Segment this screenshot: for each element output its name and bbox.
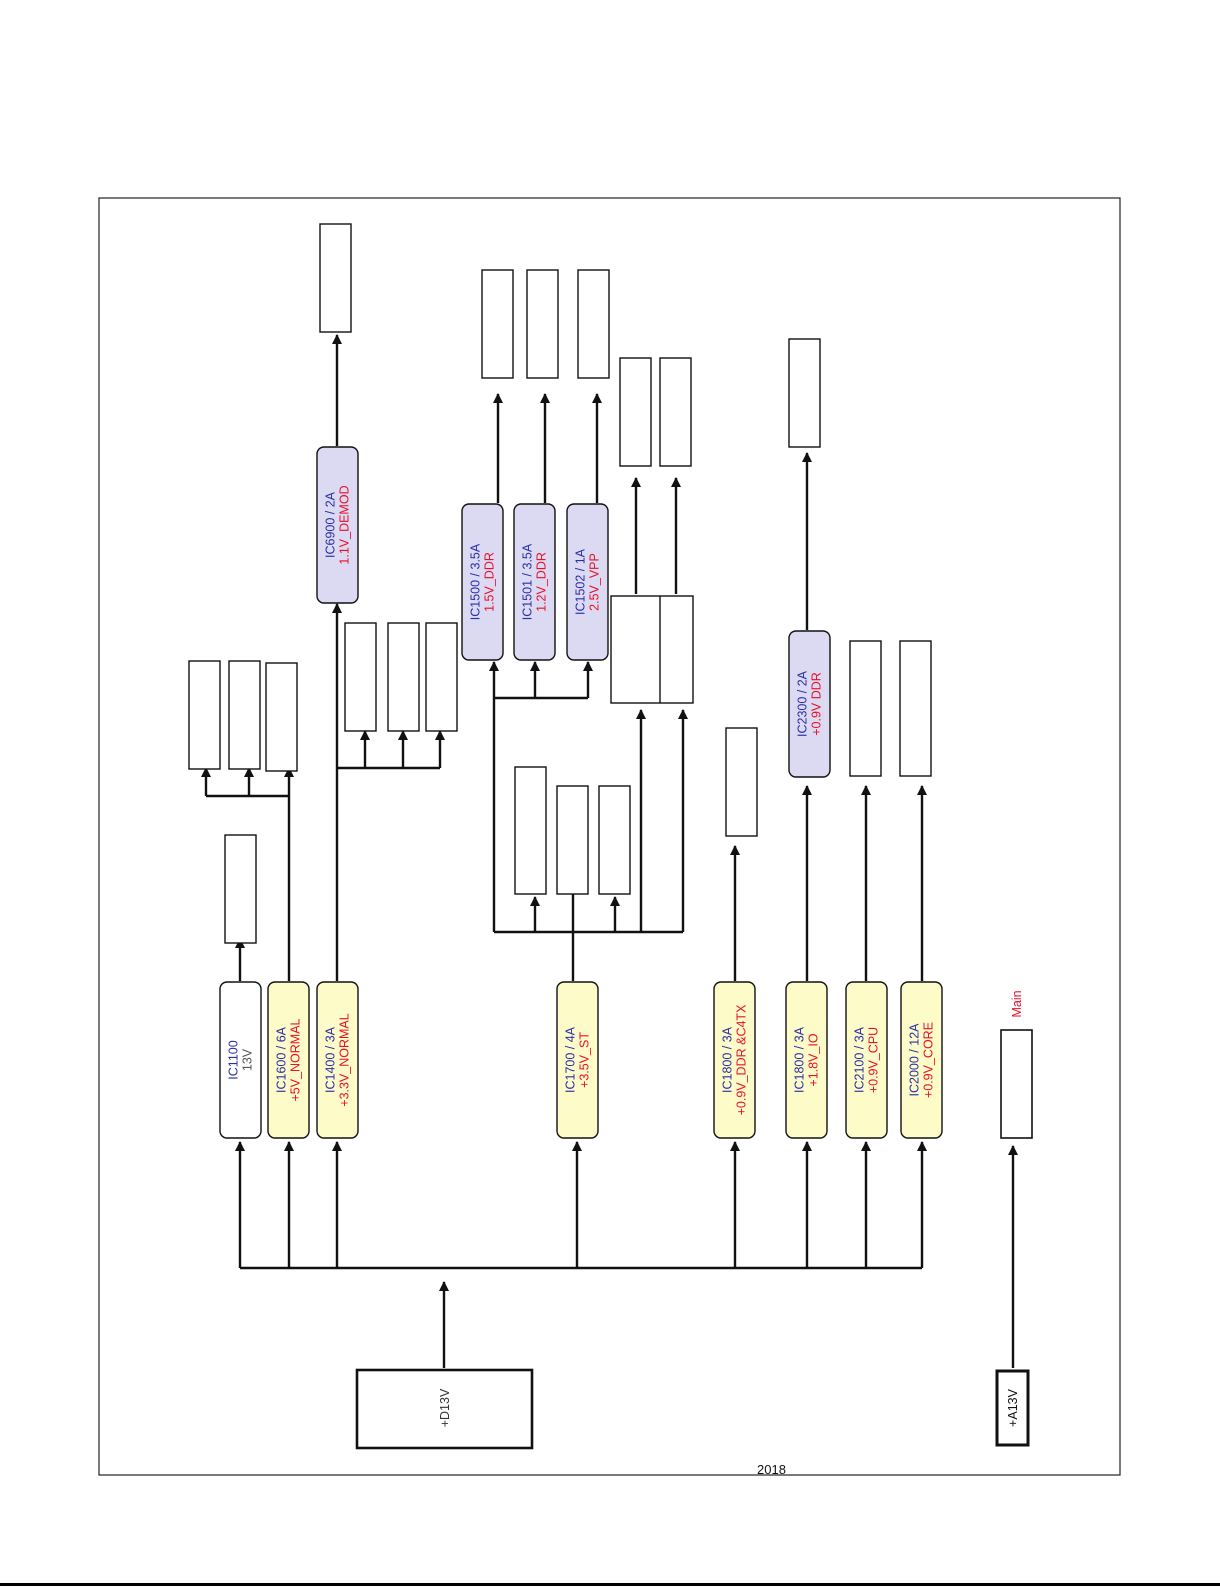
regulator-name: IC2000 / 12A <box>908 1023 922 1097</box>
regulator-box <box>461 503 504 661</box>
regulator-box <box>900 981 943 1139</box>
regulator-voltage: +3.3V_NORMAL <box>338 1013 352 1106</box>
regulator-box <box>566 503 609 661</box>
regulator-box <box>267 981 310 1139</box>
regulator-voltage: +0.9V_CPU <box>867 1027 881 1093</box>
regulator-voltage: 1.2V_DDR <box>535 552 549 612</box>
regulator-name: IC1400 / 3A <box>324 1026 338 1093</box>
regulator-name: IC1100 <box>227 1040 241 1079</box>
load-box <box>619 357 652 467</box>
load-box <box>481 269 514 379</box>
regulator-name: IC1501 / 3.5A <box>521 543 535 620</box>
load-box <box>788 338 821 448</box>
regulator-name: IC2300 / 2A <box>796 670 810 737</box>
load-box <box>598 785 631 895</box>
regulator-box <box>788 630 831 778</box>
regulator-ic2300: IC2300 / 2A+0.9V DDR <box>788 630 831 778</box>
regulator-name: IC6900 / 2A <box>324 491 338 558</box>
load-box <box>319 223 352 333</box>
regulator-box <box>219 981 262 1139</box>
main-box: Main <box>1000 990 1033 1139</box>
year-label: 2018 <box>757 1462 786 1477</box>
source-a13v-label: +A13V <box>1006 1388 1020 1427</box>
source-a13v: +A13V <box>995 1369 1030 1447</box>
regulator-box <box>556 981 599 1139</box>
load-box <box>387 622 420 732</box>
load-box <box>899 640 932 777</box>
regulator-name: IC1700 / 4A <box>564 1026 578 1093</box>
regulator-voltage: 2.5V_VPP <box>588 553 602 611</box>
regulator-voltage: +0.9V_CORE <box>922 1022 936 1098</box>
regulator-ic1600: IC1600 / 6A+5V_NORMAL <box>267 981 310 1139</box>
load-box <box>224 834 257 944</box>
regulator-name: IC1800 / 3A <box>721 1026 735 1093</box>
main-label: Main <box>1010 990 1024 1017</box>
load-boxes <box>188 223 932 944</box>
load-box <box>659 357 692 467</box>
regulator-name: IC1600 / 6A <box>275 1026 289 1093</box>
load-box <box>849 640 882 777</box>
regulator-box <box>713 981 756 1139</box>
regulator-voltage: 13V <box>241 1048 255 1071</box>
regulator-box <box>845 981 888 1139</box>
bottom-rule <box>0 1583 1220 1586</box>
load-box <box>344 622 377 732</box>
regulator-box <box>785 981 828 1139</box>
source-d13v-label: +D13V <box>438 1388 452 1427</box>
regulator-voltage: +3.5V_ST <box>578 1032 592 1088</box>
regulator-name: IC1500 / 3.5A <box>469 543 483 620</box>
regulator-ic2000: IC2000 / 12A+0.9V_CORE <box>900 981 943 1139</box>
regulator-ic1400: IC1400 / 3A+3.3V_NORMAL <box>316 981 359 1139</box>
regulator-name: IC1800 / 3A <box>793 1026 807 1093</box>
regulator-name: IC2100 / 3A <box>853 1026 867 1093</box>
load-box <box>526 269 559 379</box>
regulator-voltage: 1.1V_DEMOD <box>338 485 352 564</box>
regulator-box <box>513 503 556 661</box>
load-box <box>265 662 298 772</box>
regulator-box <box>316 446 359 604</box>
regulator-voltage: +0.9V DDR <box>810 672 824 736</box>
load-box <box>228 660 261 770</box>
load-box-double <box>610 595 694 704</box>
load-box <box>188 660 221 770</box>
regulator-voltage: +0.9V_DDR &C4TX <box>735 1004 749 1115</box>
regulator-ic2100: IC2100 / 3A+0.9V_CPU <box>845 981 888 1139</box>
load-box <box>577 269 610 379</box>
wiring <box>201 334 1018 1368</box>
diagram-frame <box>98 197 1121 1476</box>
regulator-name: IC1502 / 1A <box>574 548 588 615</box>
regulator-voltage: 1.5V_DDR <box>483 552 497 612</box>
regulator-voltage: +5V_NORMAL <box>289 1018 303 1101</box>
load-box <box>514 766 547 895</box>
load-box <box>725 727 758 837</box>
regulator-box <box>316 981 359 1139</box>
regulator-voltage: +1.8V_IO <box>807 1033 821 1086</box>
regulator-ic1700: IC1700 / 4A+3.5V_ST <box>556 981 599 1139</box>
load-box <box>425 622 458 732</box>
regulator-ic1800a: IC1800 / 3A+0.9V_DDR &C4TX <box>713 981 756 1139</box>
load-box <box>556 785 589 895</box>
source-d13v: +D13V <box>355 1368 534 1450</box>
regulator-ic1800b: IC1800 / 3A+1.8V_IO <box>785 981 828 1139</box>
